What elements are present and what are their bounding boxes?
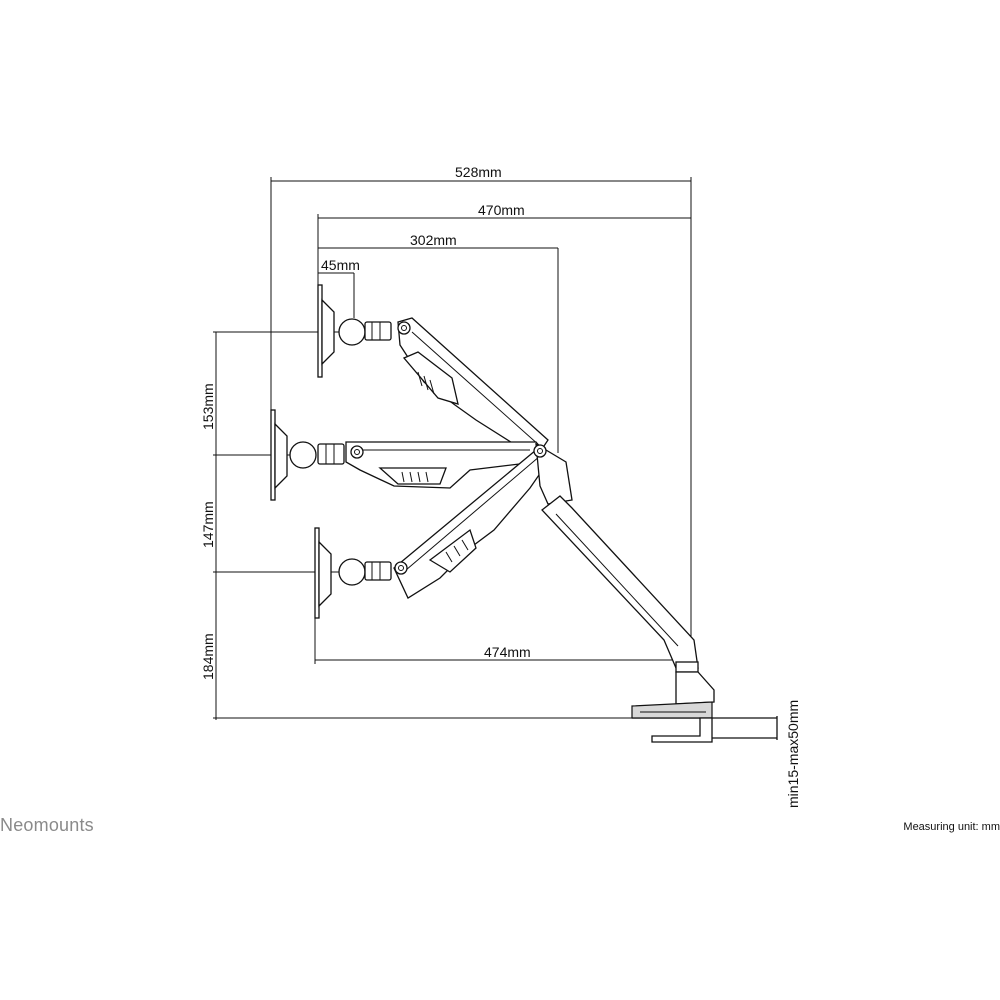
measuring-unit-note: Measuring unit: mm <box>903 821 1000 833</box>
arm-top <box>397 317 549 459</box>
brand-logo: Neomounts <box>0 815 94 835</box>
dimension-labels: 528mm 470mm 302mm 45mm 474mm 153mm 147mm… <box>200 164 801 808</box>
label-147mm: 147mm <box>200 501 216 548</box>
vesa-plate-top <box>317 284 392 378</box>
pole-base <box>631 661 715 719</box>
label-153mm: 153mm <box>200 383 216 430</box>
label-528mm: 528mm <box>455 164 502 180</box>
vesa-plate-middle <box>270 409 345 501</box>
elbow-pivot <box>533 442 573 505</box>
label-desk-thickness: min15-max50mm <box>785 700 801 808</box>
label-302mm: 302mm <box>410 232 457 248</box>
label-45mm: 45mm <box>321 257 360 273</box>
label-184mm: 184mm <box>200 633 216 680</box>
label-470mm: 470mm <box>478 202 525 218</box>
desk-clamp <box>651 717 713 743</box>
label-474mm: 474mm <box>484 644 531 660</box>
lower-arm <box>541 495 699 669</box>
vesa-plate-bottom <box>314 527 392 619</box>
